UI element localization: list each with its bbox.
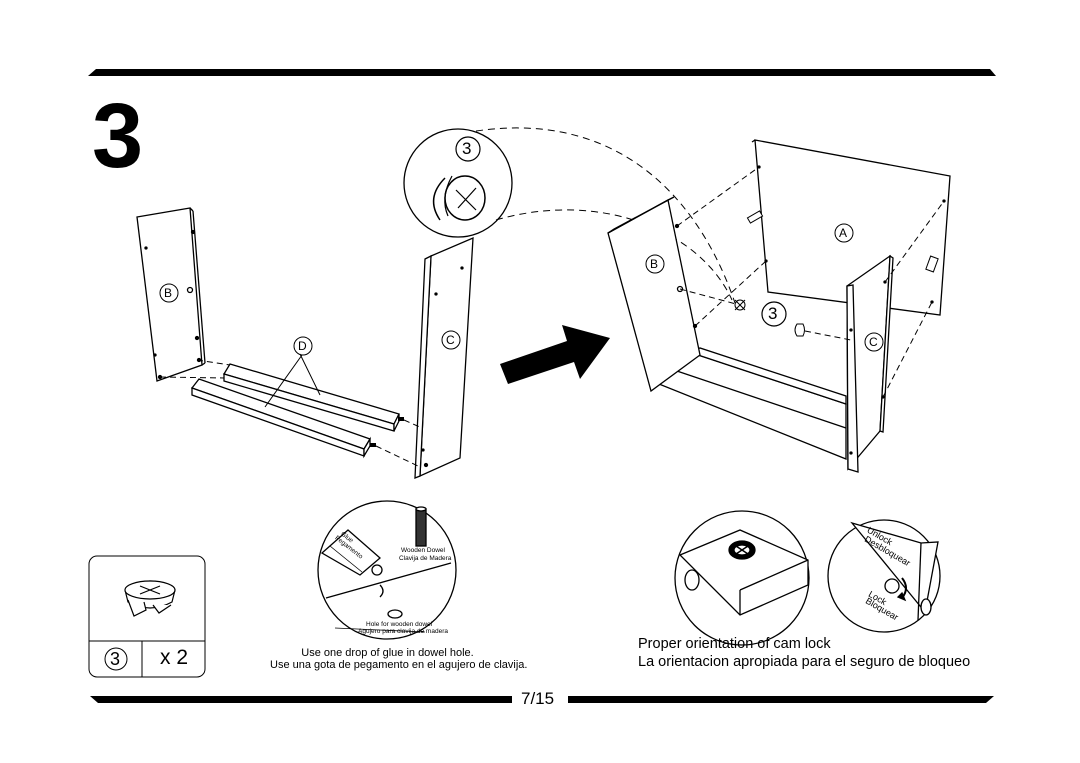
rail-d-upper [223, 363, 400, 432]
cam-orientation-left [674, 510, 810, 646]
dowel-top-right [925, 255, 939, 273]
leader-d-lower [264, 354, 303, 408]
assembly-arrow [500, 325, 610, 384]
label-circle-3-assembly [761, 301, 787, 327]
dowel-label-es: Clavija de Madera [399, 555, 452, 562]
panel-c-left [414, 236, 474, 479]
cam-lock-inserted [734, 299, 805, 337]
cam-caption-es: La orientacion apropiada para el seguro … [638, 654, 971, 670]
page-number: 7/15 [517, 689, 559, 709]
label-circle-b-right [645, 254, 665, 274]
glue-caption-es: Use una gota de pegamento en el agujero … [270, 659, 528, 671]
assembly-guides-left [159, 359, 423, 467]
cam-orientation-right [827, 519, 941, 633]
leader-d-upper [299, 353, 321, 396]
label-circle-c-right [864, 332, 884, 352]
glue-caption-en: Use one drop of glue in dowel hole. [301, 647, 474, 659]
label-b-right: B [650, 257, 659, 271]
hole-label-es: Agujero para clavija de madera [358, 628, 448, 635]
callout-part-label: 3 [462, 139, 472, 158]
header-bar [88, 69, 996, 76]
cam-callout [403, 128, 513, 238]
label-d: D [298, 339, 307, 353]
label-c-right: C [869, 335, 878, 349]
glue-detail [317, 500, 457, 640]
hole-label-en: Hole for wooden dowel [366, 621, 433, 628]
cam-caption-en: Proper orientation of cam lock [638, 636, 831, 652]
step-number: 3 [92, 85, 144, 187]
panel-c-right [846, 254, 894, 473]
label-a: A [839, 226, 848, 240]
parts-box [88, 555, 206, 678]
label-b-left: B [164, 286, 173, 300]
parts-box-id-circle [104, 647, 128, 671]
label-circle-a [834, 223, 854, 243]
assembly-guides-right [676, 166, 945, 398]
dowel-top-left [746, 210, 764, 224]
label-circle-c-left [441, 330, 461, 350]
label-circle-d [293, 336, 313, 356]
parts-box-quantity: x 2 [160, 646, 189, 669]
dowel-end-upper [398, 417, 404, 421]
rail-d-lower [190, 378, 371, 459]
cam-lock-icon [124, 580, 176, 617]
callout-guides [475, 127, 736, 304]
assembly-part-label: 3 [768, 304, 778, 323]
panel-a-back [751, 139, 951, 316]
dowel-end-lower [370, 443, 376, 447]
label-c-left: C [446, 333, 455, 347]
parts-box-id: 3 [110, 649, 121, 669]
label-circle-b-left [159, 283, 179, 303]
panel-b-right [607, 196, 701, 393]
dowel-label-en: Wooden Dowel [401, 547, 445, 554]
